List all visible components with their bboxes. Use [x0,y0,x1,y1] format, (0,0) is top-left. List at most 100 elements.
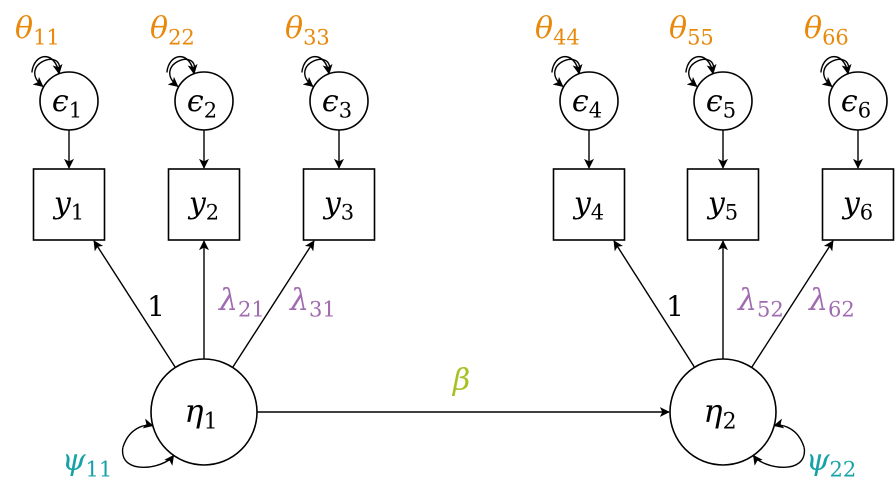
psi-label-11: ψ11 [62,443,112,481]
factor-label-eta2-symbol: η [703,392,722,430]
factor-variance-loop-head-eta2 [752,447,805,469]
error-variance-loop-head-6 [820,56,852,75]
indicator-y6[interactable] [821,168,895,241]
error-variance-loop-head-4 [551,56,583,75]
loading-arrow-y4 [613,240,696,368]
theta-label-55-subscript: 55 [687,25,714,49]
loading-label-y3-subscript: 31 [309,297,336,321]
psi-label-11-subscript: 11 [86,457,113,481]
error-node-1[interactable] [39,71,99,131]
error-label-6: ϵ6 [841,84,871,122]
indicator-y5[interactable] [686,168,760,241]
error-node-5[interactable] [693,71,753,131]
theta-label-33: θ33 [285,11,330,49]
error-label-3-subscript: 3 [339,98,352,122]
error-variance-loop-head-3 [301,56,333,75]
theta-label-33-subscript: 33 [303,25,330,49]
indicator-y4[interactable] [552,168,626,241]
theta-label-66-symbol: θ [804,11,822,46]
error-label-6-subscript: 6 [858,98,871,122]
factor-variance-loop-eta1 [122,418,154,448]
theta-label-55: θ55 [669,11,714,49]
indicator-label-y3: y3 [322,186,354,224]
error-label-5-symbol: ϵ [706,84,723,119]
loading-label-y3-symbol: λ [289,283,309,318]
theta-label-66-subscript: 66 [822,25,849,49]
error-label-2: ϵ2 [187,84,217,122]
indicator-label-y4: y4 [572,186,604,224]
error-node-3[interactable] [309,71,369,131]
factor-variance-loop-eta2 [773,418,805,448]
latent-factor-eta1[interactable] [150,358,258,466]
indicator-y1[interactable] [32,168,106,241]
loading-label-y2-symbol: λ [218,283,238,318]
error-label-4: ϵ4 [572,84,602,122]
loading-arrow-y1 [93,240,176,368]
loading-label-y6: λ62 [808,283,855,321]
factor-variance-loop-head-eta1 [122,447,175,469]
theta-label-66: θ66 [804,11,849,49]
indicator-label-y6-subscript: 6 [860,200,873,224]
indicator-label-y6-symbol: y [841,186,861,221]
error-label-1-subscript: 1 [69,98,82,122]
loading-label-y6-subscript: 62 [828,297,855,321]
error-label-1-symbol: ϵ [52,84,69,119]
indicator-label-y2-symbol: y [187,186,207,221]
indicator-label-y5-symbol: y [706,186,726,221]
error-label-5: ϵ5 [706,84,736,122]
indicator-label-y1: y1 [52,186,84,224]
indicator-label-y3-subscript: 3 [341,200,354,224]
error-label-6-symbol: ϵ [841,84,858,119]
indicator-y2[interactable] [167,168,241,241]
error-label-1: ϵ1 [52,84,82,122]
error-label-4-symbol: ϵ [572,84,589,119]
theta-label-33-symbol: θ [285,11,303,46]
psi-label-22-subscript: 22 [830,457,857,481]
theta-label-44: θ44 [535,11,580,49]
factor-label-eta2-subscript: 2 [723,410,737,435]
indicator-label-y5-subscript: 5 [725,200,738,224]
loading-label-y3: λ31 [289,283,336,321]
beta-label: β [452,363,470,398]
indicator-label-y6: y6 [841,186,873,224]
indicator-label-y5: y5 [706,186,738,224]
error-variance-loop-head-2 [166,56,198,75]
indicator-label-y2-subscript: 2 [206,200,219,224]
indicator-label-y3-symbol: y [322,186,342,221]
error-node-6[interactable] [828,71,888,131]
loading-label-y4: 1 [666,290,684,323]
theta-label-55-symbol: θ [669,11,687,46]
factor-label-eta1: η1 [184,392,217,435]
error-variance-loop-head-1 [31,56,63,75]
psi-label-22: ψ22 [806,443,856,481]
indicator-label-y1-symbol: y [52,186,72,221]
error-node-4[interactable] [559,71,619,131]
error-label-5-subscript: 5 [723,98,736,122]
beta-label-symbol: β [452,363,470,398]
loading-label-y2-subscript: 21 [238,297,265,321]
error-node-2[interactable] [174,71,234,131]
indicator-label-y4-symbol: y [572,186,592,221]
indicator-label-y2: y2 [187,186,219,224]
factor-label-eta1-subscript: 1 [204,410,218,435]
psi-label-11-symbol: ψ [62,443,86,478]
loading-label-y5: λ52 [737,283,784,321]
loading-label-y2: λ21 [218,283,265,321]
error-label-3: ϵ3 [322,84,352,122]
error-label-2-subscript: 2 [204,98,217,122]
latent-factor-eta2[interactable] [669,358,777,466]
factor-label-eta1-symbol: η [184,392,203,430]
error-label-3-symbol: ϵ [322,84,339,119]
indicator-y3[interactable] [302,168,376,241]
theta-label-22-subscript: 22 [168,25,195,49]
psi-label-22-symbol: ψ [806,443,830,478]
theta-label-44-subscript: 44 [553,25,580,49]
loading-label-y1: 1 [147,290,165,323]
loading-label-y6-symbol: λ [808,283,828,318]
error-variance-loop-head-5 [685,56,717,75]
error-label-2-symbol: ϵ [187,84,204,119]
loading-label-y5-subscript: 52 [757,297,784,321]
theta-label-11: θ11 [15,11,60,49]
theta-label-22: θ22 [150,11,195,49]
